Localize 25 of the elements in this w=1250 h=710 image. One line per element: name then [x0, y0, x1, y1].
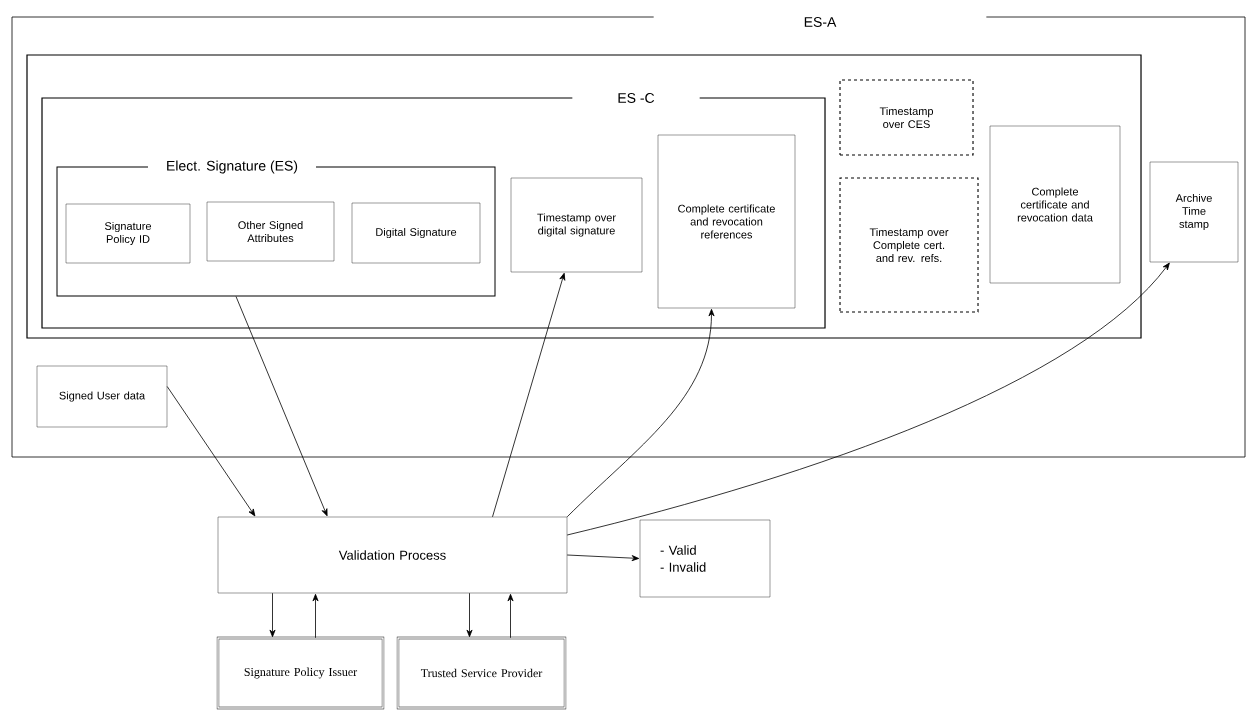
process-box: Other Signed Attributes [206, 201, 335, 262]
arrow [269, 592, 276, 638]
dashed-box: Timestamp over Complete cert. and rev. refs. [839, 177, 979, 313]
arrow [492, 272, 566, 518]
process-box: Complete certificate and revocation data [989, 125, 1121, 284]
entity-box: Signature Policy Issuer [216, 636, 385, 710]
process-box: Timestamp over digital signature [510, 177, 643, 273]
process-box: Complete certificate and revocation references [657, 134, 796, 309]
process-box: Validation Process [217, 516, 568, 594]
process-box: Archive Time stamp [1149, 161, 1239, 263]
arrow [566, 554, 640, 562]
arrow [312, 593, 319, 639]
arrow [235, 296, 328, 517]
process-box: Digital Signature [351, 202, 481, 264]
process-box: Signature Policy ID [65, 203, 191, 264]
arrow [166, 386, 256, 517]
process-box: Signed User data [36, 365, 168, 428]
arrow [507, 593, 514, 639]
group-box [26, 54, 1142, 339]
result-box: - Valid - Invalid [639, 519, 771, 598]
dashed-box: Timestamp over CES [839, 79, 974, 156]
arrow [566, 308, 715, 518]
entity-box: Trusted Service Provider [396, 636, 567, 710]
arrow [466, 592, 473, 638]
arrow [566, 262, 1170, 536]
